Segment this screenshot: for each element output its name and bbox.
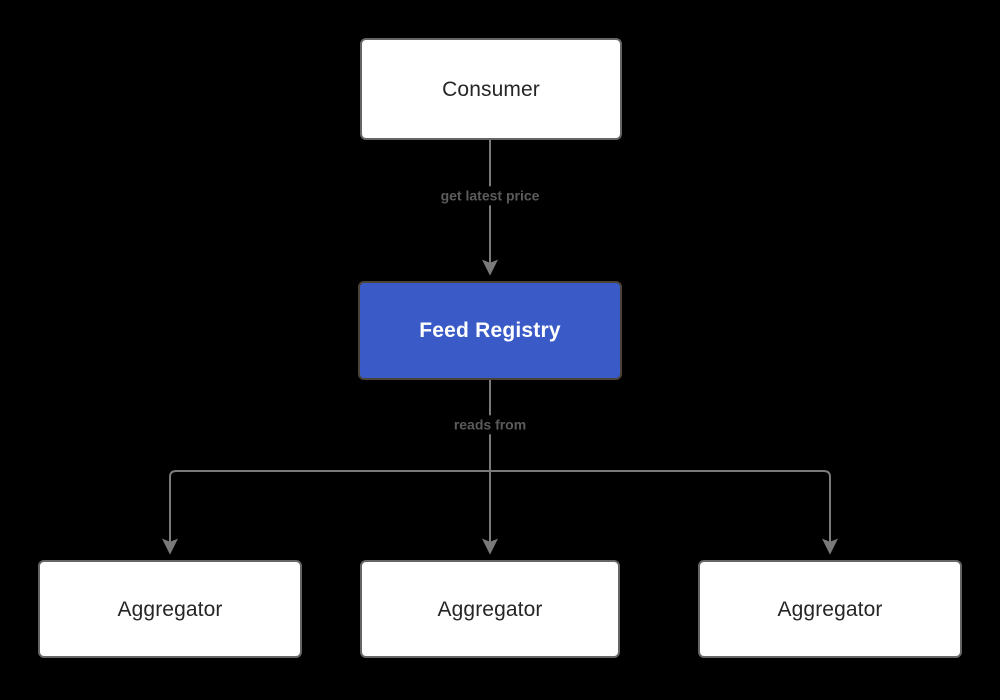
edge-label-get-latest-price: get latest price — [434, 186, 546, 206]
node-consumer-label: Consumer — [442, 77, 540, 101]
node-aggregator-3-label: Aggregator — [777, 597, 883, 621]
node-aggregator-2[interactable]: Aggregator — [360, 560, 620, 658]
node-aggregator-1[interactable]: Aggregator — [38, 560, 302, 658]
node-feed-registry-label: Feed Registry — [419, 319, 561, 342]
node-consumer[interactable]: Consumer — [360, 38, 622, 140]
edge-label-reads-from: reads from — [447, 415, 533, 435]
edge-registry-to-aggregator-3 — [490, 470, 838, 555]
edge-registry-to-aggregator-1 — [162, 470, 490, 555]
node-feed-registry[interactable]: Feed Registry — [358, 281, 622, 380]
node-aggregator-2-label: Aggregator — [437, 597, 543, 621]
node-aggregator-3[interactable]: Aggregator — [698, 560, 962, 658]
node-aggregator-1-label: Aggregator — [117, 597, 223, 621]
